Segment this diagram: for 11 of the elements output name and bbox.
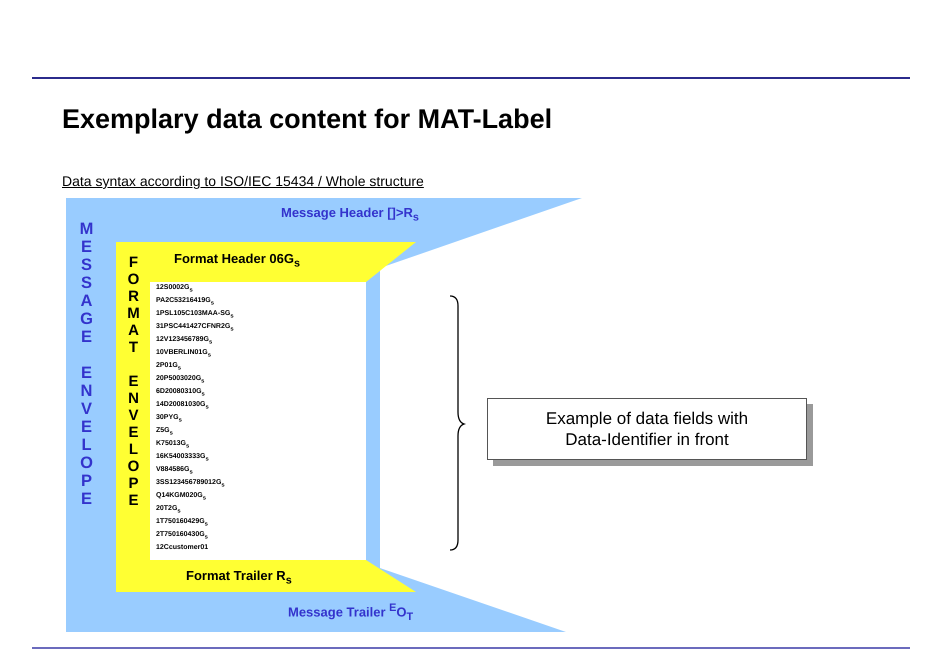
trailer-label: Format Trailer R$_{s}$ bbox=[186, 568, 292, 587]
trailer-label: Message Trailer $^{E}$O$_{T}$ bbox=[288, 602, 414, 623]
format-envelope bbox=[116, 242, 416, 592]
header-label: Format Header 06G$_{s}$ bbox=[174, 251, 300, 270]
slide-title: Exemplary data content for MAT-Label bbox=[62, 104, 552, 135]
vertical-label: MESSAGE ENVELOPE bbox=[78, 220, 94, 508]
header-label: Message Header []>R$_{s}$ bbox=[281, 205, 419, 224]
subtitle: Data syntax according to ISO/IEC 15434 / Whole structure bbox=[62, 173, 424, 189]
vertical-label: FORMAT ENVELOPE bbox=[126, 254, 141, 509]
callout-text: Example of data fields with Data-Identifier in front bbox=[544, 408, 750, 450]
data-field-area bbox=[150, 282, 366, 560]
